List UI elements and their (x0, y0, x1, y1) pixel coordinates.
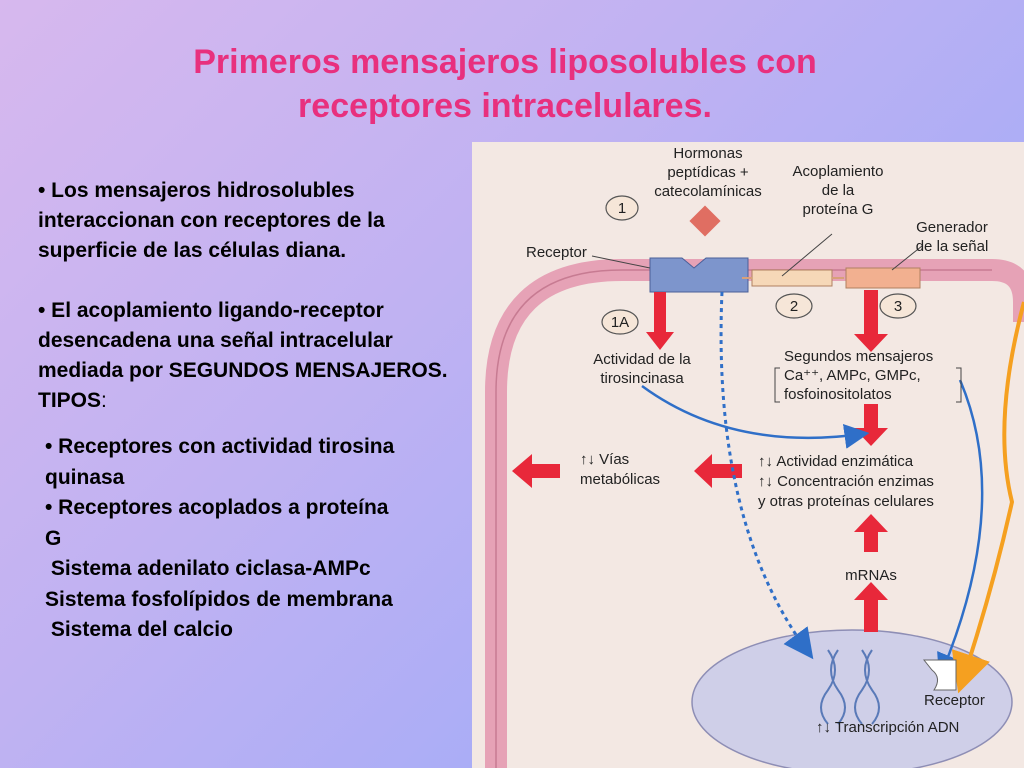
orange-curve-lipid-path (951, 301, 1024, 694)
generator-leader (891, 245, 923, 271)
step-3-label: 3 (894, 298, 902, 315)
membrane-receptor (649, 257, 749, 293)
g-protein-box (751, 269, 833, 287)
arrow-to-outside (512, 454, 560, 488)
receptor-types-list: • Receptores con actividad tirosina quin… (45, 432, 405, 646)
bullet-coupling-colon: : (101, 389, 107, 412)
blue-curve-second-to-nucleus (937, 379, 984, 679)
type-item-adenylate-cyclase: Sistema adenilato ciclasa-AMPc (45, 557, 371, 580)
step-1a-circle (601, 309, 639, 335)
title-line-1: Primeros mensajeros liposolubles con (193, 43, 817, 81)
step-2-label: 2 (790, 298, 798, 315)
nuclear-receptor-label: Receptor (924, 692, 985, 709)
arrow-nucleus-up (854, 582, 888, 632)
transcription-label: ↑↓ Transcripción ADN (816, 719, 959, 736)
generator-label-1: Generador (916, 219, 988, 236)
tk-activity-label-1: Actividad de la (593, 351, 691, 368)
enzyme-label-1: ↑↓ Actividad enzimática (758, 453, 914, 470)
hormones-label-1: Hormonas (673, 145, 742, 162)
blue-dotted-to-nucleus (719, 291, 814, 660)
receptor-label: Receptor (526, 244, 587, 261)
title-line-2: receptores intracelulares. (298, 87, 712, 125)
step-2-circle (775, 293, 813, 319)
receptor-leader (591, 255, 651, 269)
generator-label-2: de la señal (916, 238, 989, 255)
blue-curve-tk-to-enzyme (641, 384, 870, 449)
step-1a-label: 1A (611, 314, 629, 331)
nuclear-receptor-icon (922, 659, 957, 691)
bullet-coupling: • El acoplamiento ligando-receptor desen… (38, 296, 473, 416)
bullet-hydrosoluble: • Los mensajeros hidrosolubles interacci… (38, 179, 385, 262)
second-messengers-bracket-left (774, 367, 780, 403)
bullet-coupling-text: • El acoplamiento ligando-receptor desen… (38, 299, 448, 412)
arrow-tk-down (646, 292, 674, 350)
signal-generator-box (845, 267, 921, 289)
cell-membrane-inner (495, 269, 992, 768)
main-bullets: • Los mensajeros hidrosolubles interacci… (38, 176, 473, 446)
coupling-label-3: proteína G (803, 201, 874, 218)
hormone-diamond (689, 205, 721, 237)
coupling-label-1: Acoplamiento (793, 163, 884, 180)
type-item-calcium: Sistema del calcio (45, 618, 233, 641)
second-messengers-bracket-right (956, 367, 962, 403)
signaling-diagram-svg: Hormonas peptídicas + catecolamínicas Ac… (485, 145, 1024, 768)
step-1-circle (605, 195, 639, 221)
arrow-mrna-up (854, 514, 888, 552)
arrow-second-down (854, 404, 888, 446)
hormones-label-3: catecolamínicas (654, 183, 762, 200)
hormones-label-2: peptídicas + (667, 164, 749, 181)
signaling-diagram: Hormonas peptídicas + catecolamínicas Ac… (472, 142, 1024, 768)
second-messengers-label-1: Segundos mensajeros (784, 348, 933, 365)
second-messengers-label-2: Ca⁺⁺, AMPc, GMPc, (784, 367, 921, 384)
coupling-leader (781, 233, 833, 277)
enzyme-label-3: y otras proteínas celulares (758, 493, 934, 510)
type-item-g-protein: • Receptores acoplados a proteína G (45, 496, 395, 550)
tk-activity-label-2: tirosincinasa (600, 370, 684, 387)
mrna-label: mRNAs (845, 567, 897, 584)
type-item-phospholipids: Sistema fosfolípidos de membrana (45, 587, 393, 611)
second-messengers-label-3: fosfoinositolatos (784, 386, 892, 403)
step-1-label: 1 (618, 200, 626, 217)
slide-title: Primeros mensajeros liposolubles con rec… (40, 40, 970, 128)
metabolic-label-1: ↑↓ Vías (580, 451, 629, 468)
dna-helix-icon (820, 649, 880, 725)
coupling-label-2: de la (822, 182, 855, 199)
enzyme-label-2: ↑↓ Concentración enzimas (758, 473, 934, 490)
step-3-circle (879, 293, 917, 319)
type-item-tyrosine-kinase: • Receptores con actividad tirosina quin… (45, 435, 401, 489)
arrow-to-metabolic (694, 454, 742, 488)
metabolic-label-2: metabólicas (580, 471, 660, 488)
arrow-generator-down (854, 290, 888, 352)
